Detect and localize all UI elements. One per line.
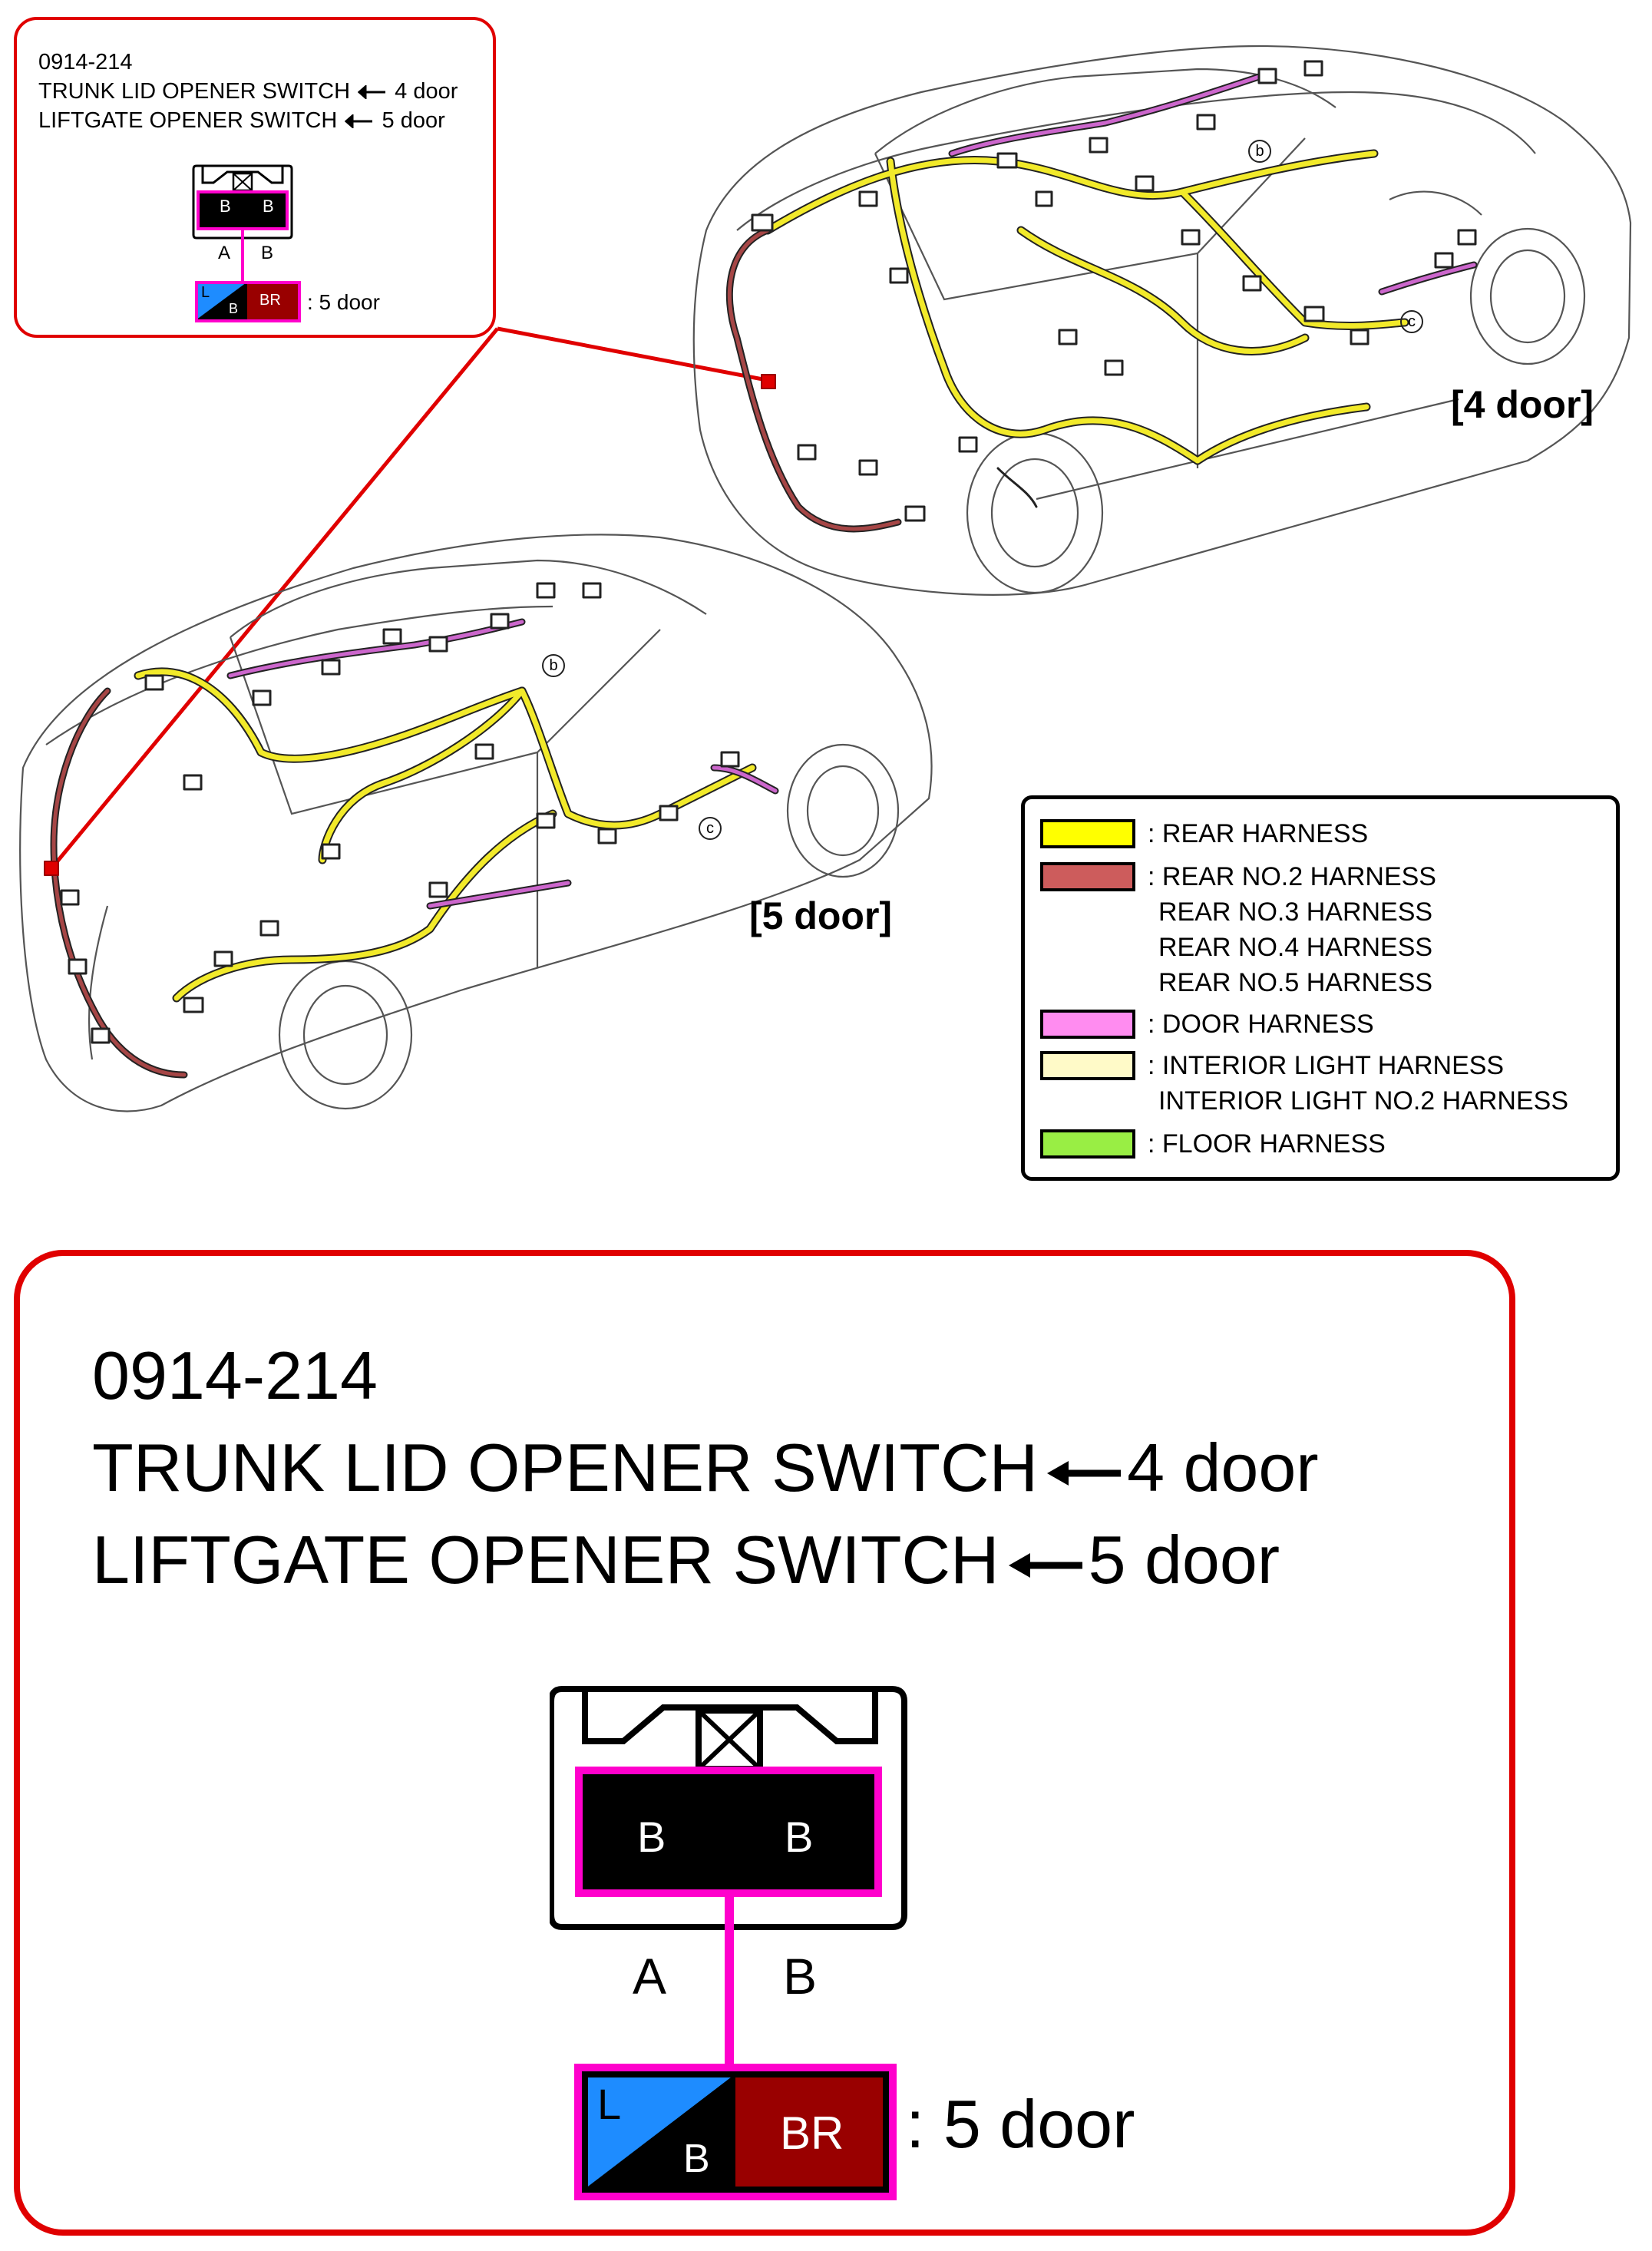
legend-swatch-floor bbox=[1040, 1129, 1135, 1159]
alt-a-top-small: L bbox=[201, 284, 210, 301]
arrow-left-icon bbox=[1047, 1460, 1122, 1486]
trunk-line-small: TRUNK LID OPENER SWITCH 4 door bbox=[38, 77, 458, 106]
four-door-switch-marker bbox=[761, 374, 776, 389]
four-door-label: [4 door] bbox=[1451, 383, 1594, 426]
harness-layout-drawing bbox=[19, 45, 1632, 1112]
terminal-b-wire-small: B bbox=[263, 197, 274, 216]
five-door-car bbox=[19, 534, 933, 1112]
terminal-b-small: B bbox=[261, 243, 274, 263]
four-door-marker-c: c bbox=[1400, 310, 1423, 333]
trunk-label-small: TRUNK LID OPENER SWITCH bbox=[38, 79, 351, 104]
four-door-car bbox=[692, 45, 1632, 596]
alt-wire-colors-small: L B BR bbox=[195, 281, 301, 322]
four-door-harness bbox=[725, 60, 1478, 533]
liftgate-line-small: LIFTGATE OPENER SWITCH 5 door bbox=[38, 106, 445, 135]
arrow-left-icon bbox=[1008, 1552, 1082, 1578]
five-door-marker-b: b bbox=[542, 654, 565, 677]
alt-note-small: : 5 door bbox=[307, 290, 380, 314]
alt-b-small: BR bbox=[259, 292, 281, 309]
terminal-a-wire-small: B bbox=[220, 197, 231, 216]
liftgate-label-small: LIFTGATE OPENER SWITCH bbox=[38, 108, 338, 133]
legend-swatch-interior-light bbox=[1040, 1051, 1135, 1080]
connector-code-large: 0914-214 bbox=[92, 1337, 378, 1413]
alt-a-bottom: B bbox=[683, 2137, 710, 2181]
trunk-variant-large: 4 door bbox=[1127, 1430, 1319, 1506]
four-door-marker-b: b bbox=[1248, 140, 1271, 163]
terminal-a-wire: B bbox=[637, 1813, 666, 1861]
alt-note: : 5 door bbox=[906, 2086, 1135, 2162]
legend-label: : REAR HARNESS bbox=[1148, 819, 1369, 848]
harness-legend: : REAR HARNESS : REAR NO.2 HARNESS REAR … bbox=[1021, 795, 1620, 1181]
connector-diagram-large bbox=[550, 1686, 907, 2104]
alt-wire-colors-large: L B BR bbox=[574, 2064, 897, 2200]
legend-label: : DOOR HARNESS bbox=[1148, 1010, 1374, 1039]
terminal-a-small: A bbox=[218, 243, 231, 263]
arrow-left-icon bbox=[357, 84, 386, 101]
five-door-label: [5 door] bbox=[749, 894, 893, 937]
trunk-line-large: TRUNK LID OPENER SWITCH 4 door bbox=[92, 1425, 1319, 1511]
terminal-b-wire: B bbox=[785, 1813, 814, 1861]
terminal-b-label: B bbox=[783, 1948, 818, 2005]
five-door-harness bbox=[44, 582, 779, 1079]
five-door-switch-marker bbox=[44, 861, 59, 876]
liftgate-label-large: LIFTGATE OPENER SWITCH bbox=[92, 1522, 999, 1598]
callout-leader-lines bbox=[51, 326, 771, 869]
alt-a-top: L bbox=[597, 2080, 622, 2128]
legend-swatch-rear-no2 bbox=[1040, 862, 1135, 891]
connector-diagram-small bbox=[192, 164, 293, 309]
connector-callout-large: 0914-214 TRUNK LID OPENER SWITCH 4 door L… bbox=[14, 1250, 1515, 2236]
trunk-label-large: TRUNK LID OPENER SWITCH bbox=[92, 1430, 1039, 1506]
alt-b: BR bbox=[780, 2107, 844, 2159]
legend-label: REAR NO.5 HARNESS bbox=[1158, 968, 1433, 997]
legend-label: : REAR NO.2 HARNESS bbox=[1148, 862, 1436, 891]
legend-swatch-rear bbox=[1040, 819, 1135, 848]
connector-code-small: 0914-214 bbox=[38, 50, 133, 74]
liftgate-variant-large: 5 door bbox=[1088, 1522, 1280, 1598]
legend-label: INTERIOR LIGHT NO.2 HARNESS bbox=[1158, 1086, 1569, 1116]
trunk-variant-small: 4 door bbox=[395, 79, 458, 104]
liftgate-variant-small: 5 door bbox=[382, 108, 445, 133]
terminal-a-label: A bbox=[633, 1948, 667, 2005]
liftgate-line-large: LIFTGATE OPENER SWITCH 5 door bbox=[92, 1517, 1280, 1603]
alt-a-bottom-small: B bbox=[229, 301, 239, 316]
legend-label: REAR NO.3 HARNESS bbox=[1158, 897, 1433, 927]
connector-callout-small: 0914-214 TRUNK LID OPENER SWITCH 4 door … bbox=[14, 17, 496, 338]
legend-label: REAR NO.4 HARNESS bbox=[1158, 933, 1433, 962]
five-door-marker-c: c bbox=[699, 817, 722, 840]
legend-label: : INTERIOR LIGHT HARNESS bbox=[1148, 1051, 1505, 1080]
arrow-left-icon bbox=[345, 114, 373, 130]
legend-label: : FLOOR HARNESS bbox=[1148, 1129, 1386, 1159]
legend-swatch-door bbox=[1040, 1010, 1135, 1039]
